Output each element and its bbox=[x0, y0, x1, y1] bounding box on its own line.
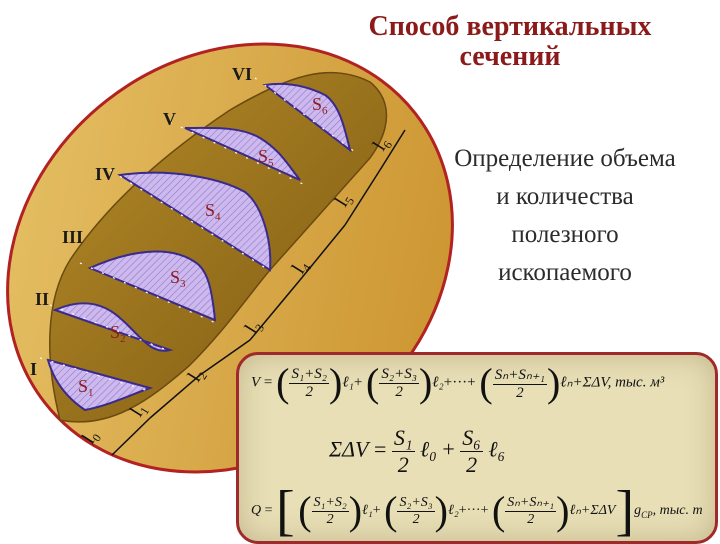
description: Определение объема и количества полезног… bbox=[430, 140, 700, 292]
f2-b-num: S₆ bbox=[460, 425, 483, 452]
area-label-s2: S2 bbox=[110, 322, 126, 345]
f3-termn-den: 2 bbox=[527, 512, 535, 527]
description-line-2: и количества bbox=[496, 183, 634, 210]
area-label-s6: S6 bbox=[312, 94, 328, 117]
section-lines bbox=[39, 77, 356, 393]
f1-term2-l: ℓ₂ bbox=[432, 374, 444, 391]
f1-term2-den: 2 bbox=[395, 383, 403, 400]
f1-termn-l: ℓₙ bbox=[560, 374, 573, 391]
f1-term1-num: S₁+S₂ bbox=[289, 365, 330, 384]
slide-title: Способ вертикальных сечений bbox=[330, 12, 690, 72]
f1-term1-den: 2 bbox=[305, 383, 314, 400]
f3-term2-den: 2 bbox=[412, 511, 420, 527]
description-line-4: ископаемого bbox=[498, 259, 632, 286]
area-label-s3: S3 bbox=[170, 267, 186, 290]
f3-gcr: g bbox=[634, 503, 642, 519]
description-line-1: Определение объема bbox=[454, 145, 676, 172]
f1-term2-num: S₂+S₃ bbox=[379, 365, 419, 384]
roman-label-iv: IV bbox=[95, 164, 115, 184]
roman-label-i: I bbox=[30, 359, 37, 379]
f3-tail: +ΣΔV bbox=[580, 503, 616, 519]
section-s1 bbox=[46, 358, 154, 412]
f2-b-den: 2 bbox=[466, 452, 478, 477]
roman-label-vi: VI bbox=[232, 64, 252, 84]
roman-label-iii: III bbox=[62, 227, 83, 247]
f3-gcr-sub: CP bbox=[641, 510, 653, 521]
section-s3 bbox=[87, 250, 217, 322]
section-s4 bbox=[117, 171, 272, 272]
f3-termn-l: ℓₙ bbox=[569, 503, 581, 519]
description-line-3: полезного bbox=[511, 221, 619, 248]
f3-termn-num: Sₙ+Sₙ₊₁ bbox=[505, 495, 557, 512]
f1-tail: +ΣΔV, тыс. м³ bbox=[572, 374, 665, 391]
area-label-s4: S4 bbox=[205, 200, 221, 223]
f2-b-l: ℓ₆ bbox=[488, 436, 506, 462]
f3-term1-num: S₁+S₂ bbox=[311, 494, 349, 512]
f1-termn-num: Sₙ+Sₙ₊₁ bbox=[492, 366, 547, 385]
f1-ellipsis: +···+ bbox=[443, 374, 476, 391]
area-label-s5: S5 bbox=[258, 146, 274, 169]
f3-term1-l: ℓ₁ bbox=[362, 503, 373, 519]
formula-q-lhs: Q bbox=[251, 503, 262, 519]
f2-a-num: S₁ bbox=[391, 425, 415, 452]
title-line-2: сечений bbox=[459, 41, 561, 72]
f3-term1-den: 2 bbox=[326, 511, 334, 527]
roman-label-ii: II bbox=[35, 289, 49, 309]
f3-term2-num: S₂+S₃ bbox=[397, 494, 435, 512]
f3-unit: , тыс. т bbox=[652, 503, 703, 519]
title-line-1: Способ вертикальных bbox=[368, 11, 652, 42]
f3-term2-l: ℓ₂ bbox=[447, 503, 459, 519]
f1-term1-l: ℓ₁ bbox=[342, 374, 354, 391]
f2-a-l: ℓ₀ bbox=[420, 436, 437, 462]
distance-ticks bbox=[111, 129, 406, 456]
section-s2 bbox=[52, 302, 174, 352]
section-s6 bbox=[262, 82, 352, 153]
formula-dv-lhs: ΣΔV bbox=[329, 436, 369, 462]
area-label-s1: S1 bbox=[78, 376, 94, 399]
section-s5 bbox=[184, 126, 301, 181]
formula-v-lhs: V bbox=[251, 374, 261, 391]
f2-a-den: 2 bbox=[397, 452, 409, 477]
f1-termn-den: 2 bbox=[516, 384, 524, 401]
roman-label-v: V bbox=[163, 109, 176, 129]
